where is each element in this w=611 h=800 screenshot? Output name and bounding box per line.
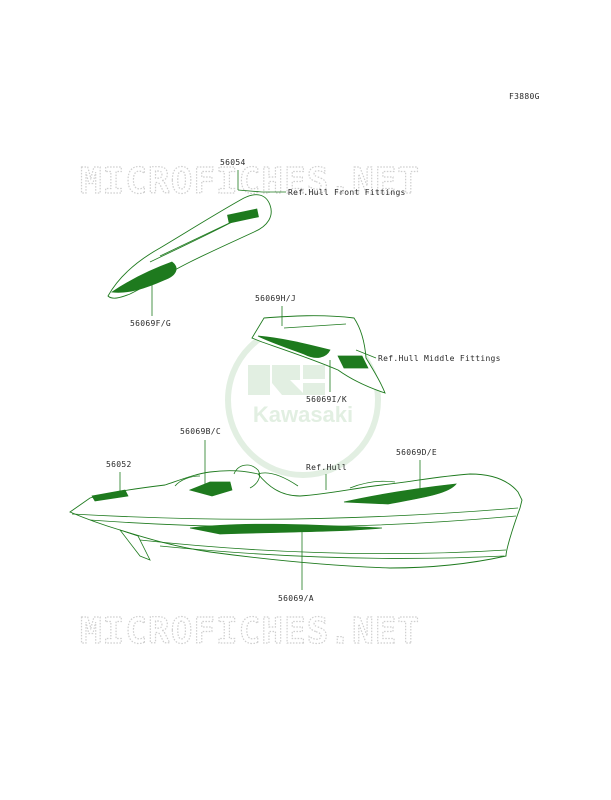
callout-56069a: 56069/A xyxy=(278,594,314,603)
callout-front-fittings: Ref.Hull Front Fittings xyxy=(288,188,406,197)
watermark-bottom: MICROFICHES.NET xyxy=(80,611,420,652)
callout-56069de: 56069D/E xyxy=(396,448,437,457)
callout-middle-fittings: Ref.Hull Middle Fittings xyxy=(378,354,501,363)
callout-56069ik: 56069I/K xyxy=(306,395,347,404)
callout-56069hj: 56069H/J xyxy=(255,294,296,303)
front-fitting-part xyxy=(107,194,272,299)
hull-part xyxy=(69,464,523,569)
callout-56052: 56052 xyxy=(106,460,132,469)
callout-56069fg: 56069F/G xyxy=(130,319,171,328)
callout-ref-hull: Ref.Hull xyxy=(306,463,347,472)
callout-56054: 56054 xyxy=(220,158,246,167)
callout-56069bc: 56069B/C xyxy=(180,427,221,436)
kawasaki-logo: Kawasaki xyxy=(225,322,381,478)
figure-code: F3880G xyxy=(509,92,540,101)
logo-text: Kawasaki xyxy=(253,402,353,427)
middle-fitting-part xyxy=(251,315,386,394)
